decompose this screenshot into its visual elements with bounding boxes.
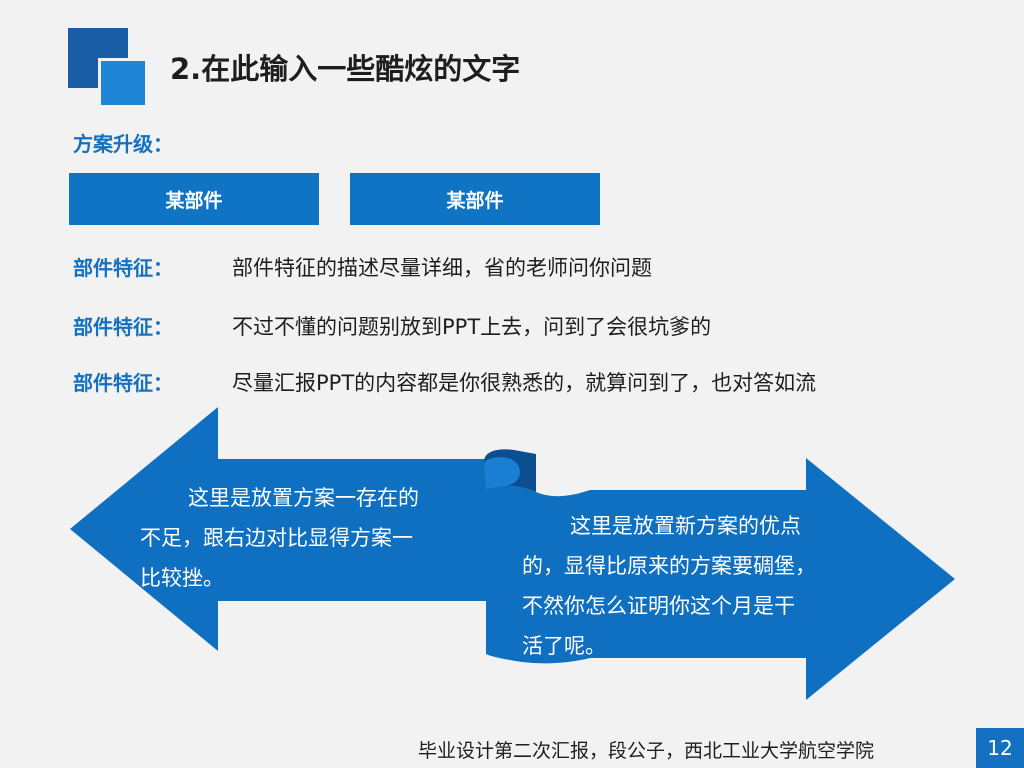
page-number: 12 bbox=[976, 728, 1024, 768]
scroll-curl-front bbox=[484, 457, 520, 490]
new-scheme-line-2: 的，显得比原来的方案要碉堡， bbox=[522, 554, 816, 578]
feature-label-1: 部件特征： bbox=[73, 256, 173, 280]
old-scheme-line-2: 不足，跟右边对比显得方案一 bbox=[140, 526, 413, 550]
feature-text-2: 不过不懂的问题别放到PPT上去，问到了会很坑爹的 bbox=[232, 315, 712, 339]
new-scheme-line-1: 这里是放置新方案的优点 bbox=[570, 514, 801, 538]
new-scheme-line-4: 活了呢。 bbox=[522, 634, 606, 658]
slide-title: 2.在此输入一些酷炫的文字 bbox=[170, 52, 521, 86]
old-scheme-line-1: 这里是放置方案一存在的 bbox=[188, 486, 419, 510]
old-scheme-arrow bbox=[70, 407, 498, 651]
new-scheme-line-3: 不然你怎么证明你这个月是干 bbox=[522, 594, 795, 618]
feature-label-3: 部件特征： bbox=[73, 371, 173, 395]
feature-text-3: 尽量汇报PPT的内容都是你很熟悉的，就算问到了，也对答如流 bbox=[232, 371, 817, 395]
logo-light-square bbox=[98, 58, 145, 105]
part-box-2: 某部件 bbox=[350, 173, 600, 225]
old-scheme-line-3: 比较挫。 bbox=[140, 566, 224, 590]
upgrade-label: 方案升级： bbox=[73, 132, 173, 156]
footer-text: 毕业设计第二次汇报，段公子，西北工业大学航空学院 bbox=[418, 740, 875, 762]
new-scheme-text: 这里是放置新方案的优点 的，显得比原来的方案要碉堡， 不然你怎么证明你这个月是干… bbox=[522, 506, 867, 666]
feature-label-2: 部件特征： bbox=[73, 315, 173, 339]
new-scheme-arrow bbox=[486, 458, 955, 700]
old-scheme-text: 这里是放置方案一存在的 不足，跟右边对比显得方案一 比较挫。 bbox=[140, 478, 480, 598]
part-box-1: 某部件 bbox=[69, 173, 319, 225]
feature-text-1: 部件特征的描述尽量详细，省的老师问你问题 bbox=[232, 256, 652, 280]
